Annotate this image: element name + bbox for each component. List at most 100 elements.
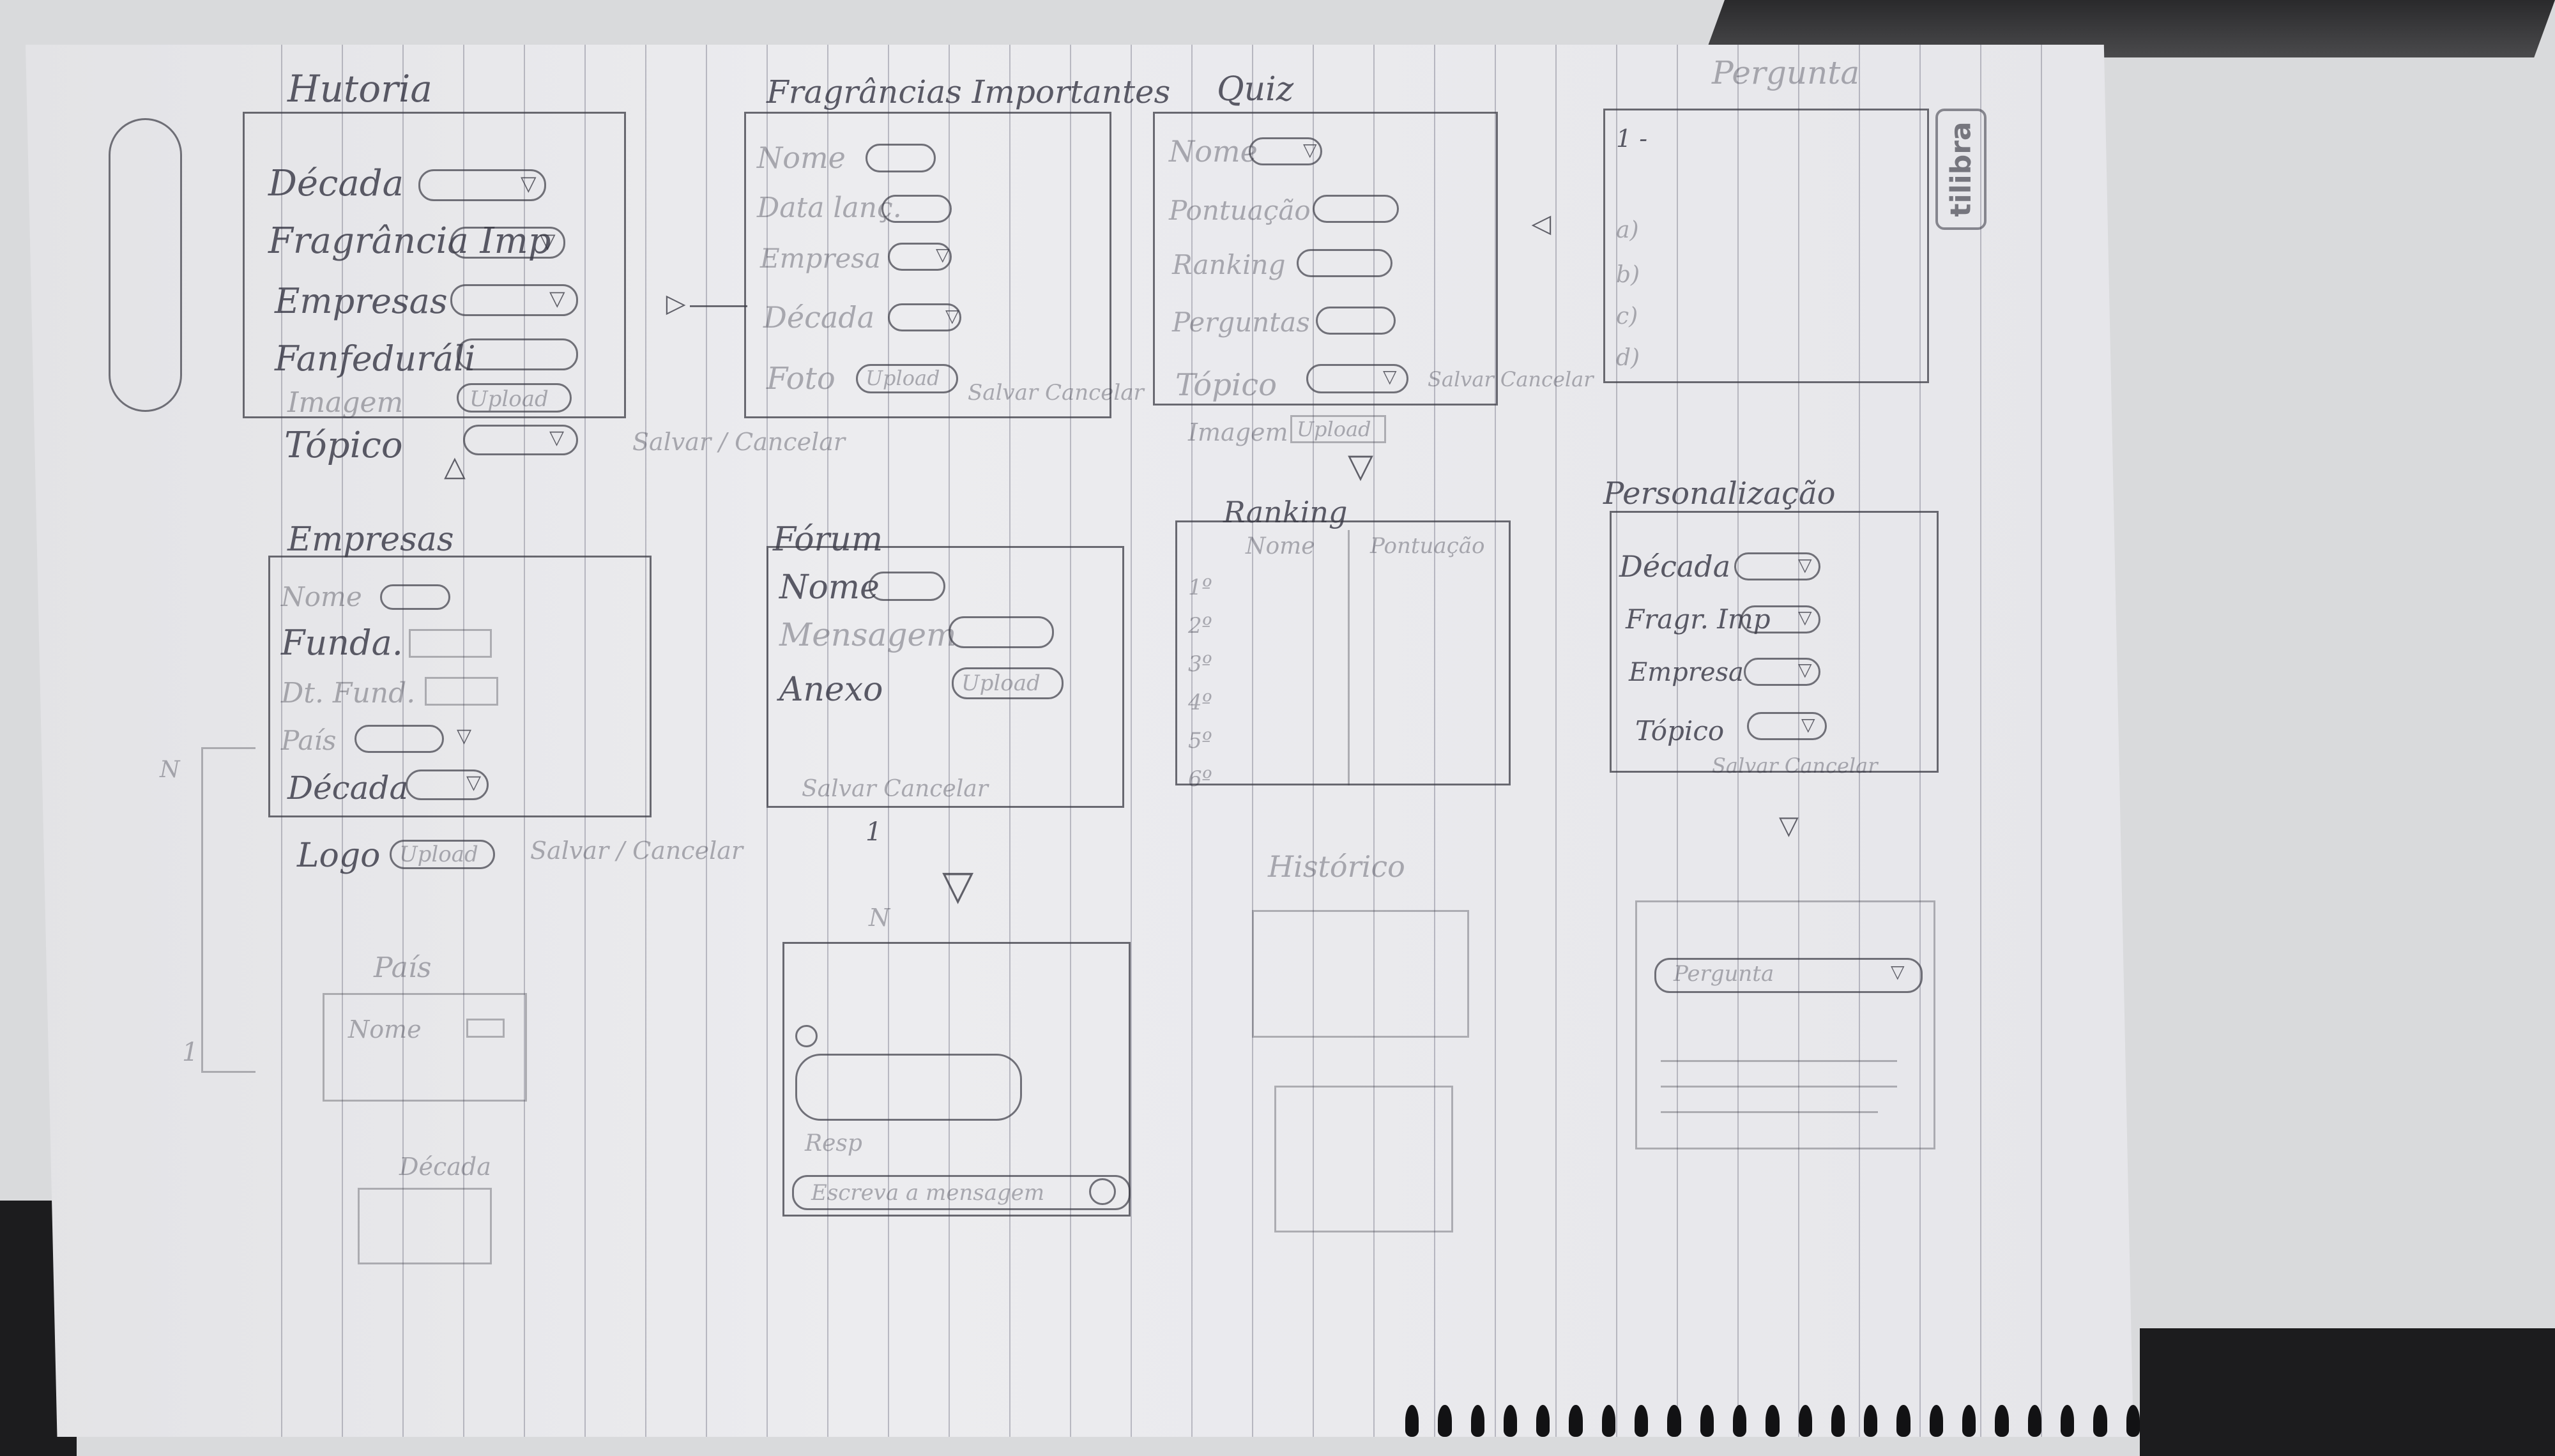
col3-field: Perguntas — [1172, 307, 1310, 338]
personalizacao-title: Personalização — [1603, 476, 1836, 512]
chevron-down-icon: ▽ — [1798, 554, 1812, 575]
col3-field: Tópico — [1175, 367, 1278, 403]
ranking-row: 1º — [1188, 575, 1212, 600]
upload-label: Upload — [399, 842, 478, 867]
ranking-title: Ranking — [1223, 495, 1348, 529]
chevron-down-icon: ▽ — [945, 305, 959, 326]
col2-field: Foto — [766, 361, 835, 397]
chevron-down-icon: ▽ — [549, 427, 565, 449]
col2-field: Data lanç. — [757, 192, 902, 224]
chevron-down-icon: ▽ — [1303, 139, 1317, 160]
pais-form-box — [323, 993, 527, 1102]
send-icon — [1089, 1178, 1116, 1205]
empresas-title: Empresas — [287, 520, 454, 559]
page-rule — [584, 45, 586, 1437]
ranking-header: Pontuação — [1370, 533, 1485, 559]
input-sketch — [881, 195, 952, 223]
ranking-row: 6º — [1188, 766, 1212, 792]
empresas-field: Funda. — [281, 623, 403, 663]
dropdown-sketch — [1249, 137, 1322, 165]
forum-field: Nome — [779, 568, 880, 607]
col3-field: Nome — [1169, 134, 1258, 169]
chevron-down-icon: ▽ — [1383, 366, 1397, 387]
forum-field: Mensagem — [779, 616, 957, 653]
upload-label: Upload — [469, 386, 549, 412]
dropdown-sketch — [406, 770, 489, 800]
page-rule — [1980, 45, 1981, 1437]
arrow-down-icon: ▽ — [1348, 447, 1373, 485]
col3-field: Pontuação — [1169, 195, 1311, 226]
col1-topic-label: Tópico — [284, 425, 403, 466]
page-rule — [1373, 45, 1375, 1437]
page-rule — [402, 45, 404, 1437]
page-rule — [1191, 45, 1193, 1437]
decada-title: Década — [399, 1153, 491, 1181]
page-rule — [1919, 45, 1921, 1437]
input-sketch — [380, 584, 450, 610]
ranking-column-divider — [1348, 530, 1350, 785]
history-box — [1252, 910, 1469, 1038]
upload-button-sketch — [457, 383, 572, 413]
col2-field: Década — [763, 300, 875, 335]
relation-label-n: N — [869, 904, 890, 932]
dropdown-sketch — [463, 425, 578, 455]
history-title: Histórico — [1268, 849, 1405, 884]
personalizacao-field: Empresa — [1629, 658, 1744, 687]
personalizacao-form-box — [1610, 511, 1939, 773]
col3-form-box — [1153, 112, 1498, 406]
text-line — [1661, 1060, 1897, 1062]
quiz-preview-box — [1635, 900, 1935, 1149]
input-sketch — [1313, 195, 1399, 223]
page-rule — [1252, 45, 1253, 1437]
empresas-logo-label: Logo — [297, 837, 381, 875]
input-sketch — [949, 616, 1054, 648]
page-rule — [1009, 45, 1011, 1437]
forum-title: Fórum — [773, 520, 883, 559]
upload-label: Upload — [866, 366, 940, 390]
arrow-left-icon: ▽ — [659, 295, 689, 315]
empresas-field: Década — [287, 770, 409, 807]
chevron-down-icon: ▽ — [540, 229, 556, 253]
dropdown-sketch — [450, 284, 578, 316]
decada-form-box — [358, 1188, 492, 1264]
page-rule — [1616, 45, 1617, 1437]
message-bubble — [795, 1054, 1022, 1121]
dropdown-sketch — [1741, 605, 1820, 633]
page-rule — [1434, 45, 1435, 1437]
text-line — [1661, 1086, 1897, 1088]
page-rule — [463, 45, 464, 1437]
avatar — [795, 1025, 818, 1047]
chevron-down-icon: ▽ — [457, 725, 472, 747]
col1-field: Década — [268, 163, 404, 204]
col4-title: Pergunta — [1712, 54, 1860, 91]
chevron-down-icon: ▽ — [936, 244, 950, 265]
pais-field: Nome — [348, 1015, 422, 1043]
page-rule — [888, 45, 889, 1437]
dropdown-sketch — [1306, 364, 1408, 393]
page-rule — [1859, 45, 1860, 1437]
col2-title: Fragrâncias Importantes — [766, 73, 1171, 110]
input-sketch — [1316, 307, 1396, 335]
relation-bracket — [201, 747, 256, 1073]
chevron-down-icon: ▽ — [521, 171, 537, 195]
scrollbar-sketch — [109, 118, 182, 412]
upload-label: Upload — [961, 671, 1041, 696]
pergunta-item: d) — [1616, 345, 1640, 371]
empresas-field: Dt. Fund. — [281, 677, 416, 709]
relation-label-1: 1 — [182, 1038, 199, 1067]
page-rule — [949, 45, 950, 1437]
message-input — [792, 1175, 1131, 1210]
pergunta-item: 1 - — [1616, 125, 1648, 153]
reply-label: Resp — [805, 1130, 862, 1156]
dropdown-sketch — [355, 725, 444, 753]
notebook-sheet — [26, 45, 2133, 1437]
page-rule — [706, 45, 707, 1437]
arrow-right-icon: ▽ — [1528, 215, 1558, 236]
input-sketch — [457, 338, 578, 370]
message-input-placeholder: Escreva a mensagem — [811, 1180, 1045, 1206]
chevron-down-icon: ▽ — [1801, 714, 1815, 735]
save-cancel-label: Salvar Cancelar — [802, 776, 988, 802]
ranking-row: 4º — [1188, 690, 1212, 715]
pergunta-box — [1603, 109, 1929, 383]
col3-field: Ranking — [1172, 249, 1286, 280]
